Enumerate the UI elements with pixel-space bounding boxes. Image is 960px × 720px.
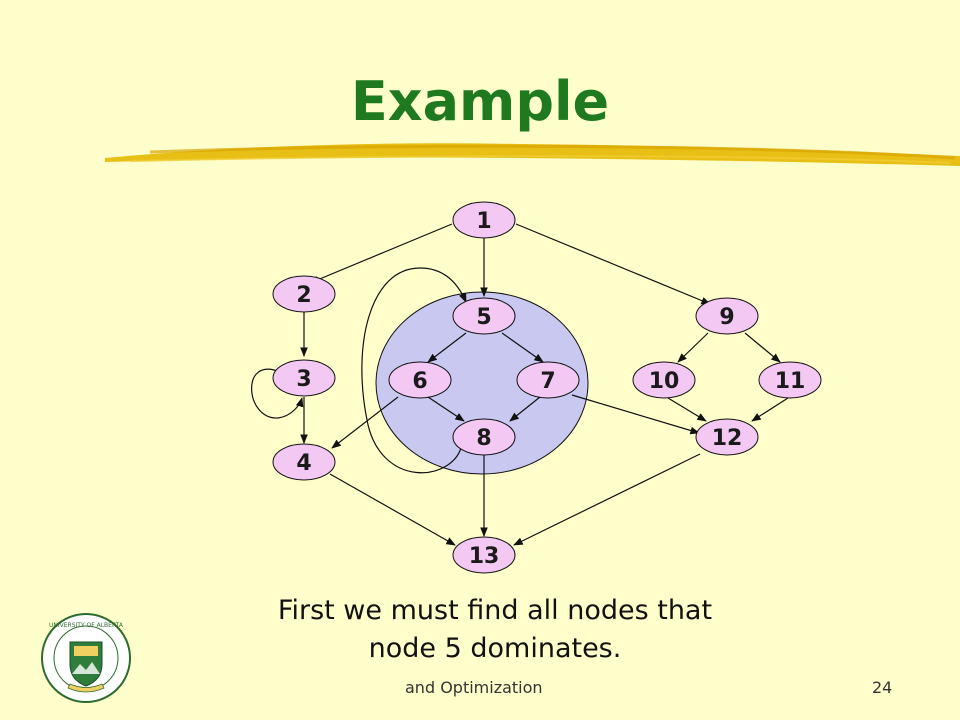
node-8-label: 8 [476, 426, 491, 451]
node-3-label: 3 [296, 367, 311, 392]
edge-10-12 [667, 397, 707, 422]
edge-9-10 [677, 332, 709, 363]
slide-caption: First we must find all nodes that node 5… [210, 592, 780, 668]
edge-1-9 [515, 223, 711, 305]
node-4-label: 4 [296, 451, 311, 476]
edge-3-3 [251, 368, 304, 419]
node-11-label: 11 [775, 369, 806, 394]
edge-7-8 [509, 396, 541, 422]
node-10: 10 [632, 361, 696, 399]
edge-4-13 [329, 473, 456, 546]
edge-5-6 [427, 332, 467, 363]
node-5: 5 [452, 297, 516, 335]
university-seal-logo: UNIVERSITY OF ALBERTA [41, 613, 131, 703]
svg-text:UNIVERSITY OF ALBERTA: UNIVERSITY OF ALBERTA [49, 622, 124, 629]
edge-6-4 [331, 396, 399, 449]
caption-line-2: node 5 dominates. [368, 633, 622, 664]
edge-11-12 [751, 397, 789, 422]
node-7-label: 7 [540, 369, 555, 394]
node-10-label: 10 [649, 369, 680, 394]
node-3: 3 [272, 359, 336, 397]
title-underline-stroke [105, 143, 960, 166]
node-1-label: 1 [476, 209, 491, 234]
node-8: 8 [452, 418, 516, 456]
node-13-label: 13 [469, 544, 500, 569]
edge-5-7 [501, 332, 544, 363]
node-9-label: 9 [719, 305, 734, 330]
node-12-label: 12 [712, 426, 743, 451]
node-5-label: 5 [476, 305, 491, 330]
edge-9-11 [744, 332, 781, 363]
edge-8-5 [361, 267, 467, 474]
edge-12-13 [513, 453, 701, 546]
control-flow-graph: 1 2 3 4 5 6 7 8 9 10 11 12 13 [251, 201, 822, 574]
node-6-label: 6 [412, 369, 427, 394]
node-1: 1 [452, 201, 516, 239]
node-6: 6 [388, 361, 452, 399]
node-12: 12 [695, 418, 759, 456]
node-9: 9 [695, 297, 759, 335]
node-4: 4 [272, 443, 336, 481]
edge-7-12 [571, 394, 700, 435]
node-11: 11 [758, 361, 822, 399]
slide-title: Example [350, 70, 610, 133]
node-2: 2 [272, 275, 336, 313]
footer-text: and Optimization [405, 678, 543, 697]
page-number: 24 [872, 678, 893, 697]
edge-6-8 [427, 396, 465, 422]
node-13: 13 [452, 536, 516, 574]
edge-1-2 [309, 223, 453, 284]
caption-line-1: First we must find all nodes that [277, 595, 713, 626]
node-7: 7 [516, 361, 580, 399]
node-2-label: 2 [296, 283, 311, 308]
